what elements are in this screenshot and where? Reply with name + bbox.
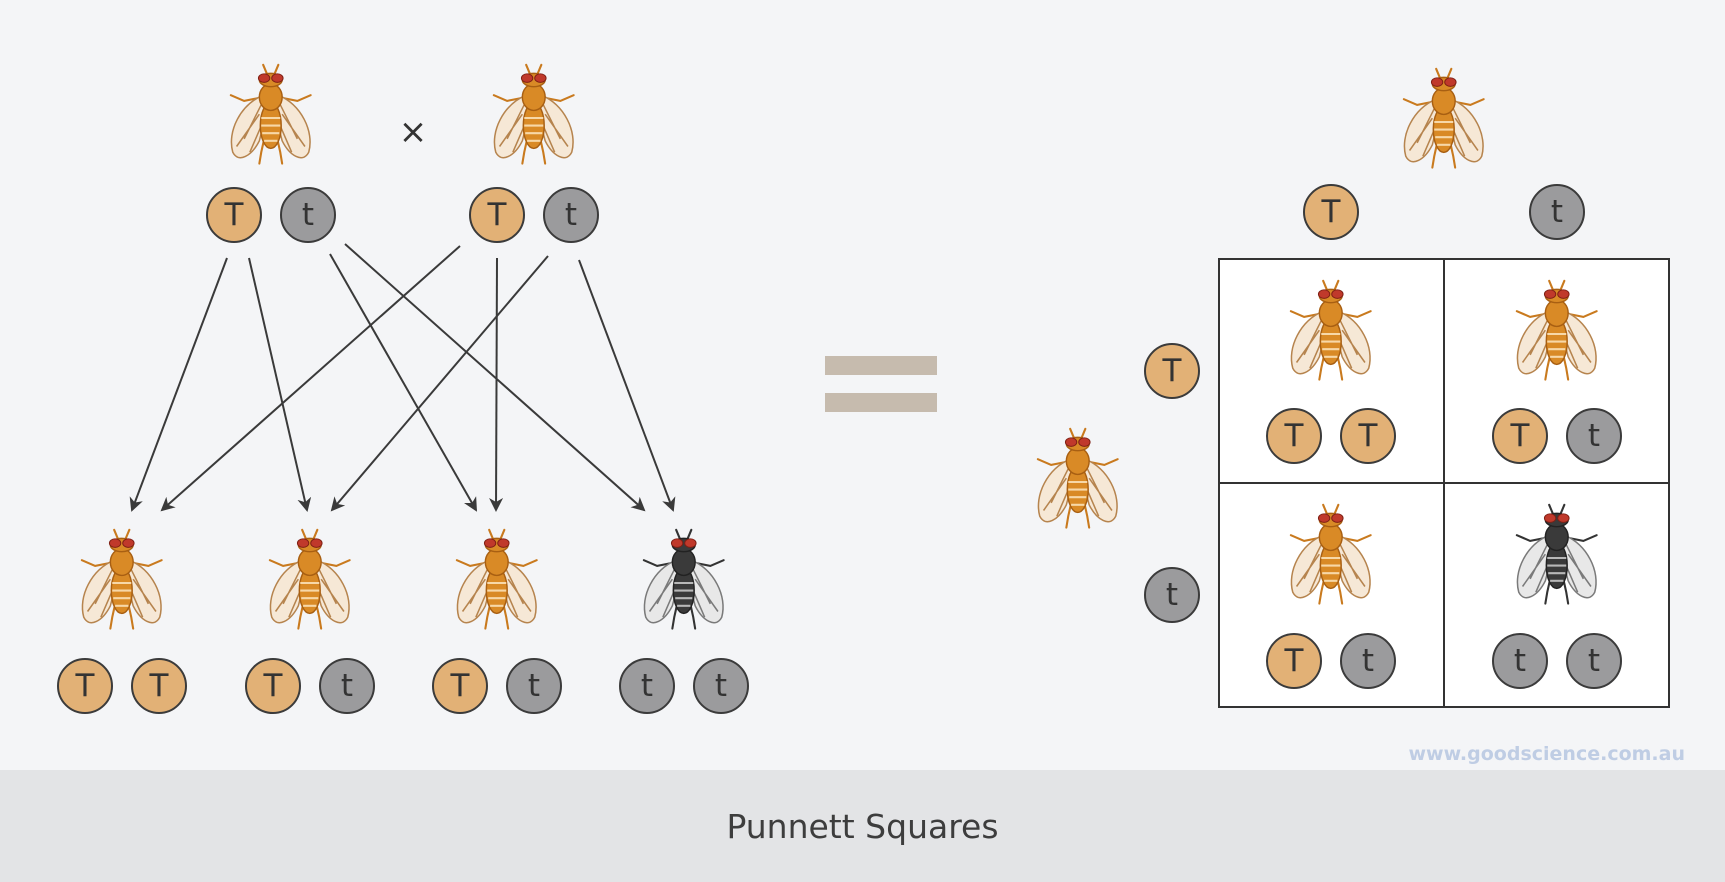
punnett-divider-horizontal	[1218, 482, 1670, 484]
offspring-fly-icon	[456, 528, 538, 630]
punnett-cell-black-fly-icon	[1516, 503, 1598, 605]
footer: Punnett Squares	[0, 770, 1725, 882]
arrow-icon	[344, 243, 646, 512]
offspring-allele: t	[693, 658, 749, 714]
offspring-allele: T	[131, 658, 187, 714]
punnett-cell-fly-icon	[1290, 279, 1372, 381]
offspring-allele: T	[432, 658, 488, 714]
arrow-icon	[129, 257, 228, 512]
punnett-top-parent-fly-icon	[1403, 67, 1485, 169]
cross-symbol: ×	[398, 112, 428, 152]
offspring-allele: T	[57, 658, 113, 714]
equals-sign-bottom	[825, 393, 937, 412]
punnett-row-allele: T	[1144, 343, 1200, 399]
punnett-row-allele: t	[1144, 567, 1200, 623]
arrow-icon	[578, 259, 676, 512]
parent-allele: t	[280, 187, 336, 243]
punnett-column-allele: t	[1529, 184, 1585, 240]
footer-title: Punnett Squares	[726, 806, 999, 846]
punnett-cell-allele: t	[1566, 408, 1622, 464]
punnett-cell-allele: T	[1266, 633, 1322, 689]
arrow-icon	[160, 245, 461, 512]
offspring-allele: t	[506, 658, 562, 714]
parent-allele: T	[469, 187, 525, 243]
arrow-icon	[330, 255, 549, 512]
watermark: www.goodscience.com.au	[1408, 743, 1685, 765]
parent-fly-icon	[493, 63, 575, 165]
arrow-icon	[489, 257, 504, 512]
punnett-cell-fly-icon	[1516, 279, 1598, 381]
offspring-allele: t	[619, 658, 675, 714]
punnett-cell-allele: t	[1492, 633, 1548, 689]
punnett-cell-allele: T	[1492, 408, 1548, 464]
punnett-side-parent-fly-icon	[1037, 427, 1119, 529]
offspring-allele: T	[245, 658, 301, 714]
equals-sign-top	[825, 356, 937, 375]
parent-allele: T	[206, 187, 262, 243]
parent-fly-icon	[230, 63, 312, 165]
punnett-column-allele: T	[1303, 184, 1359, 240]
arrow-icon	[248, 257, 312, 512]
offspring-fly-icon	[81, 528, 163, 630]
punnett-cell-allele: t	[1340, 633, 1396, 689]
arrow-icon	[329, 253, 477, 512]
parent-allele: t	[543, 187, 599, 243]
offspring-black-fly-icon	[643, 528, 725, 630]
offspring-allele: t	[319, 658, 375, 714]
punnett-cell-fly-icon	[1290, 503, 1372, 605]
offspring-fly-icon	[269, 528, 351, 630]
punnett-cell-allele: t	[1566, 633, 1622, 689]
punnett-cell-allele: T	[1266, 408, 1322, 464]
punnett-cell-allele: T	[1340, 408, 1396, 464]
